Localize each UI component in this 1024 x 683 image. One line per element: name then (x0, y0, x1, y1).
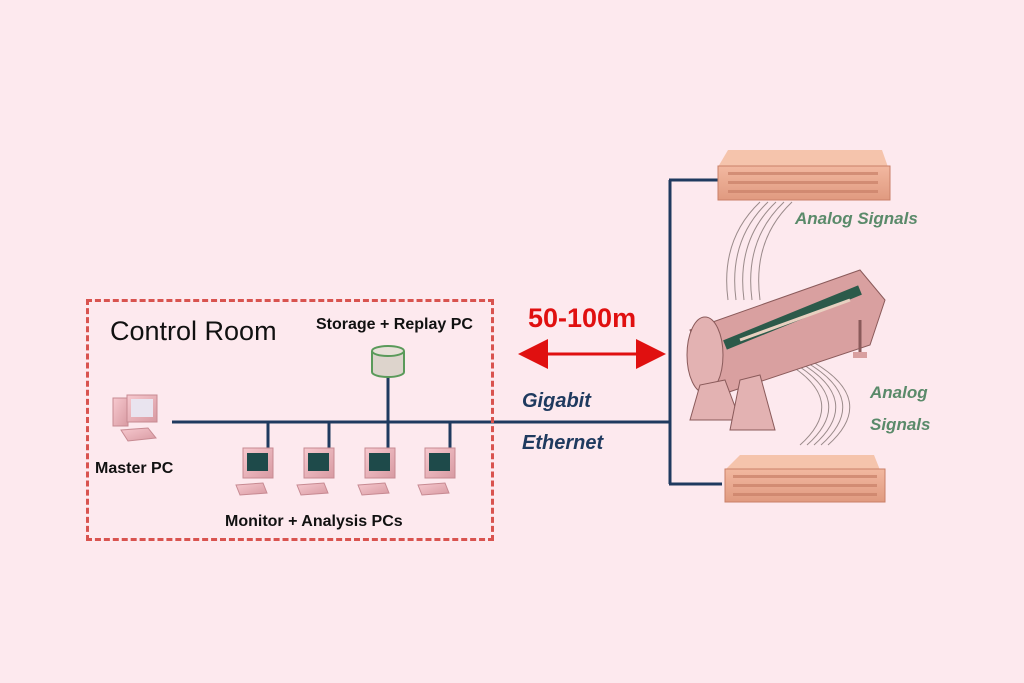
monitor-pc-icon (417, 447, 456, 496)
monitor-pc-icon (357, 447, 396, 496)
storage-replay-pc-label: Storage + Replay PC (316, 316, 473, 333)
monitor-analysis-pcs-label: Monitor + Analysis PCs (225, 513, 403, 530)
network-label-ethernet: Ethernet (522, 432, 604, 454)
database-icon (371, 345, 405, 378)
master-pc-icon (112, 394, 158, 442)
control-room-boundary (86, 299, 494, 541)
network-label-gigabit: Gigabit (522, 390, 591, 412)
master-pc-label: Master PC (95, 460, 174, 477)
monitor-pc-icons (235, 447, 456, 496)
monitor-pc-icon (235, 447, 274, 496)
ethernet-bus (172, 178, 722, 486)
signal-wires-bottom (784, 361, 851, 446)
bottom-daq-rack-icon (724, 455, 886, 503)
monitor-pc-icon (296, 447, 335, 496)
top-daq-rack-icon (717, 150, 891, 201)
distance-label: 50-100m (528, 303, 637, 333)
gas-turbine-icon (686, 269, 886, 431)
control-room-title: Control Room (110, 316, 277, 346)
analog-signals-bottom-label-2: Signals (870, 415, 931, 434)
analog-signals-bottom-label-1: Analog (870, 383, 928, 402)
analog-signals-top-label: Analog Signals (795, 209, 918, 228)
signal-wires-top (726, 201, 793, 301)
